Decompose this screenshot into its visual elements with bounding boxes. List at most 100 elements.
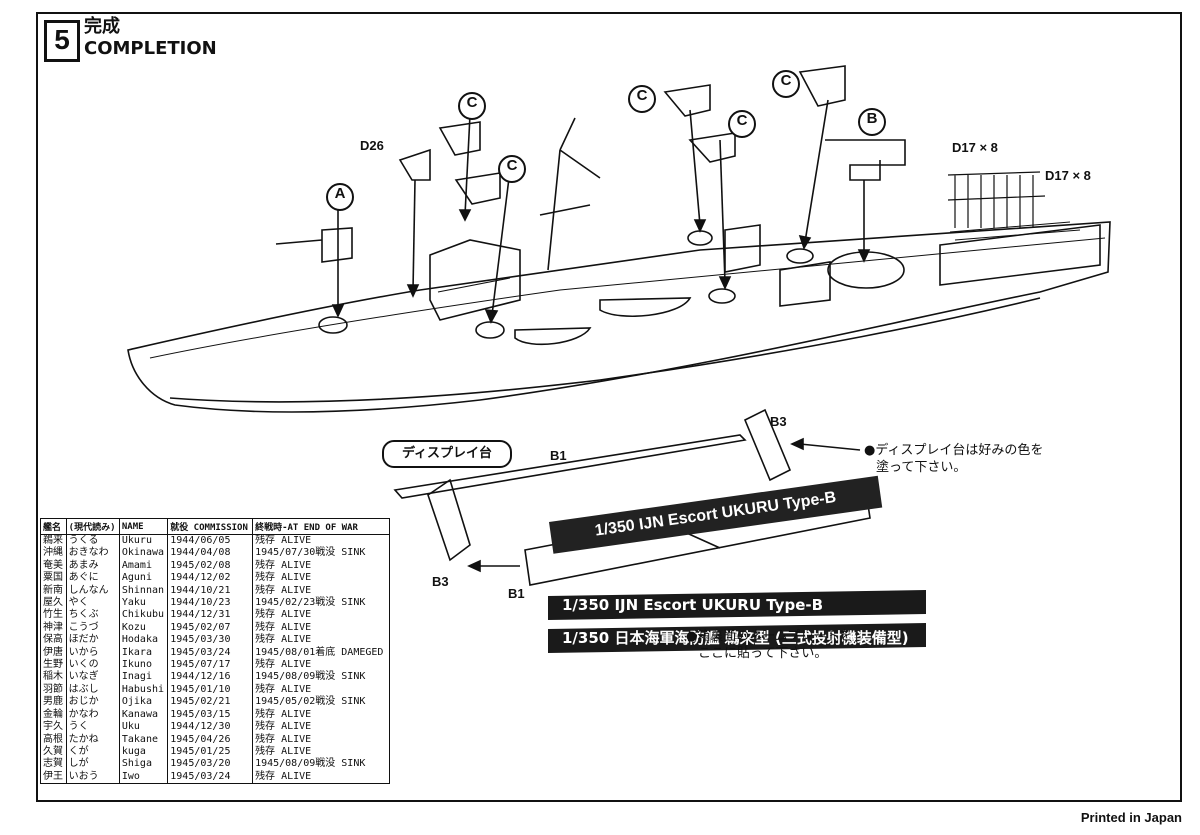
- table-cell: 1945/07/30戦没 SINK: [255, 547, 366, 559]
- table-cell: Shinnan: [119, 584, 169, 598]
- gun-part-c2: [454, 172, 501, 205]
- table-cell: 1945/03/15: [167, 708, 254, 722]
- stand-upright-left: [427, 478, 471, 562]
- table-cell: Okinawa: [119, 547, 169, 560]
- table-cell: 1945/01/10: [167, 683, 254, 697]
- table-cell: 男鹿: [40, 696, 67, 709]
- table-cell: 伊唐: [40, 646, 67, 660]
- header-reading: (現代読み): [66, 518, 120, 535]
- table-cell: Chikubu: [119, 609, 169, 622]
- gun-part-c4: [688, 132, 736, 163]
- label-d26: D26: [360, 138, 384, 153]
- table-cell: 1945/03/20: [167, 758, 254, 771]
- paint-note: ●ディスプレイ台は好みの色を 塗って下さい。: [864, 442, 1043, 476]
- bridge-windows: [437, 277, 511, 293]
- table-cell: 残存 ALIVE: [255, 708, 312, 720]
- table-cell: 1945/02/21: [167, 696, 254, 709]
- table-cell: 1944/12/16: [167, 671, 254, 684]
- table-cell: おきなわ: [66, 547, 120, 560]
- nameplate-note-line2: ここに貼って下さい。: [698, 646, 828, 661]
- table-cell: Takane: [119, 733, 169, 746]
- table-cell: 残存 ALIVE: [255, 683, 312, 695]
- table-cell: ちくぶ: [66, 609, 120, 622]
- depth-charges-d17: [947, 171, 1046, 228]
- mast: [539, 117, 601, 271]
- table-cell: 残存 ALIVE: [255, 584, 312, 596]
- boat-1: [514, 327, 592, 346]
- bridge-platform: [779, 261, 831, 307]
- table-cell: 1944/12/02: [167, 572, 254, 585]
- callout-c5: C: [772, 70, 800, 98]
- nameplate-banner-ja: 1/350 日本海軍海防艦 鵜来型 (三式投射機装備型): [548, 623, 926, 653]
- ship-class-table: 艦名 (現代読み) NAME 就役 COMMISSION 終戦時-AT END …: [40, 518, 390, 785]
- table-cell: Aguni: [119, 572, 169, 585]
- table-cell: 1945/08/09戦没 SINK: [255, 671, 366, 683]
- table-cell: 羽節: [40, 683, 67, 697]
- table-cell: 金輪: [40, 708, 67, 722]
- table-cell: 1945/03/24: [167, 770, 254, 784]
- table-cell: Hodaka: [119, 634, 169, 647]
- label-b1-top: B1: [550, 448, 567, 463]
- table-cell: Iwo: [119, 770, 169, 784]
- hull-outline: [127, 221, 1111, 413]
- header-name: NAME: [119, 518, 169, 535]
- printed-in-japan: Printed in Japan: [1080, 810, 1182, 825]
- table-cell: kuga: [119, 745, 169, 759]
- table-cell: 残存 ALIVE: [255, 609, 312, 621]
- table-cell: 1945/02/07: [167, 621, 254, 635]
- label-d17-b: D17 × 8: [1045, 168, 1091, 183]
- table-cell: 宇久: [40, 721, 67, 734]
- table-cell: 残存 ALIVE: [255, 721, 312, 733]
- table-cell: 生野: [40, 659, 67, 672]
- table-cell: 残存 ALIVE: [255, 770, 312, 782]
- table-cell: 残存 ALIVE: [255, 621, 312, 633]
- table-cell: いから: [66, 646, 120, 660]
- table-cell: 1944/06/05: [167, 534, 254, 548]
- table-cell: いくの: [66, 659, 120, 672]
- callout-c2: C: [498, 155, 526, 183]
- table-cell: いなぎ: [66, 671, 120, 684]
- table-cell: Habushi: [119, 683, 169, 697]
- table-cell: Ikara: [119, 646, 169, 660]
- table-cell: 竹生: [40, 609, 67, 622]
- table-cell: 1945/05/02戦没 SINK: [255, 696, 366, 708]
- label-d17-a: D17 × 8: [952, 140, 998, 155]
- table-header-row: 艦名 (現代読み) NAME 就役 COMMISSION 終戦時-AT END …: [40, 518, 390, 535]
- table-cell: Ojika: [119, 696, 169, 709]
- table-cell: 保高: [40, 634, 67, 647]
- stand-upright-right: [743, 408, 792, 482]
- table-cell: Shiga: [119, 758, 169, 771]
- table-cell: しんなん: [66, 584, 120, 598]
- table-cell: ほだか: [66, 634, 120, 647]
- table-cell: やく: [66, 597, 120, 610]
- table-cell: いおう: [66, 770, 120, 784]
- table-cell: 神津: [40, 621, 67, 635]
- paint-note-line1: ●ディスプレイ台は好みの色を: [864, 443, 1044, 458]
- paint-note-line2: 塗って下さい。: [876, 460, 967, 475]
- hull-waterline: [169, 297, 1041, 403]
- label-b1-bottom: B1: [508, 586, 525, 601]
- table-cell: 久賀: [40, 745, 67, 759]
- step-number: 5: [44, 20, 80, 62]
- table-cell: 1944/12/30: [167, 721, 254, 734]
- header-ship-name: 艦名: [40, 518, 67, 535]
- gun-part-b: [825, 139, 906, 181]
- callout-b: B: [858, 108, 886, 136]
- table-cell: はぶし: [66, 683, 120, 697]
- table-cell: 1944/12/31: [167, 609, 254, 622]
